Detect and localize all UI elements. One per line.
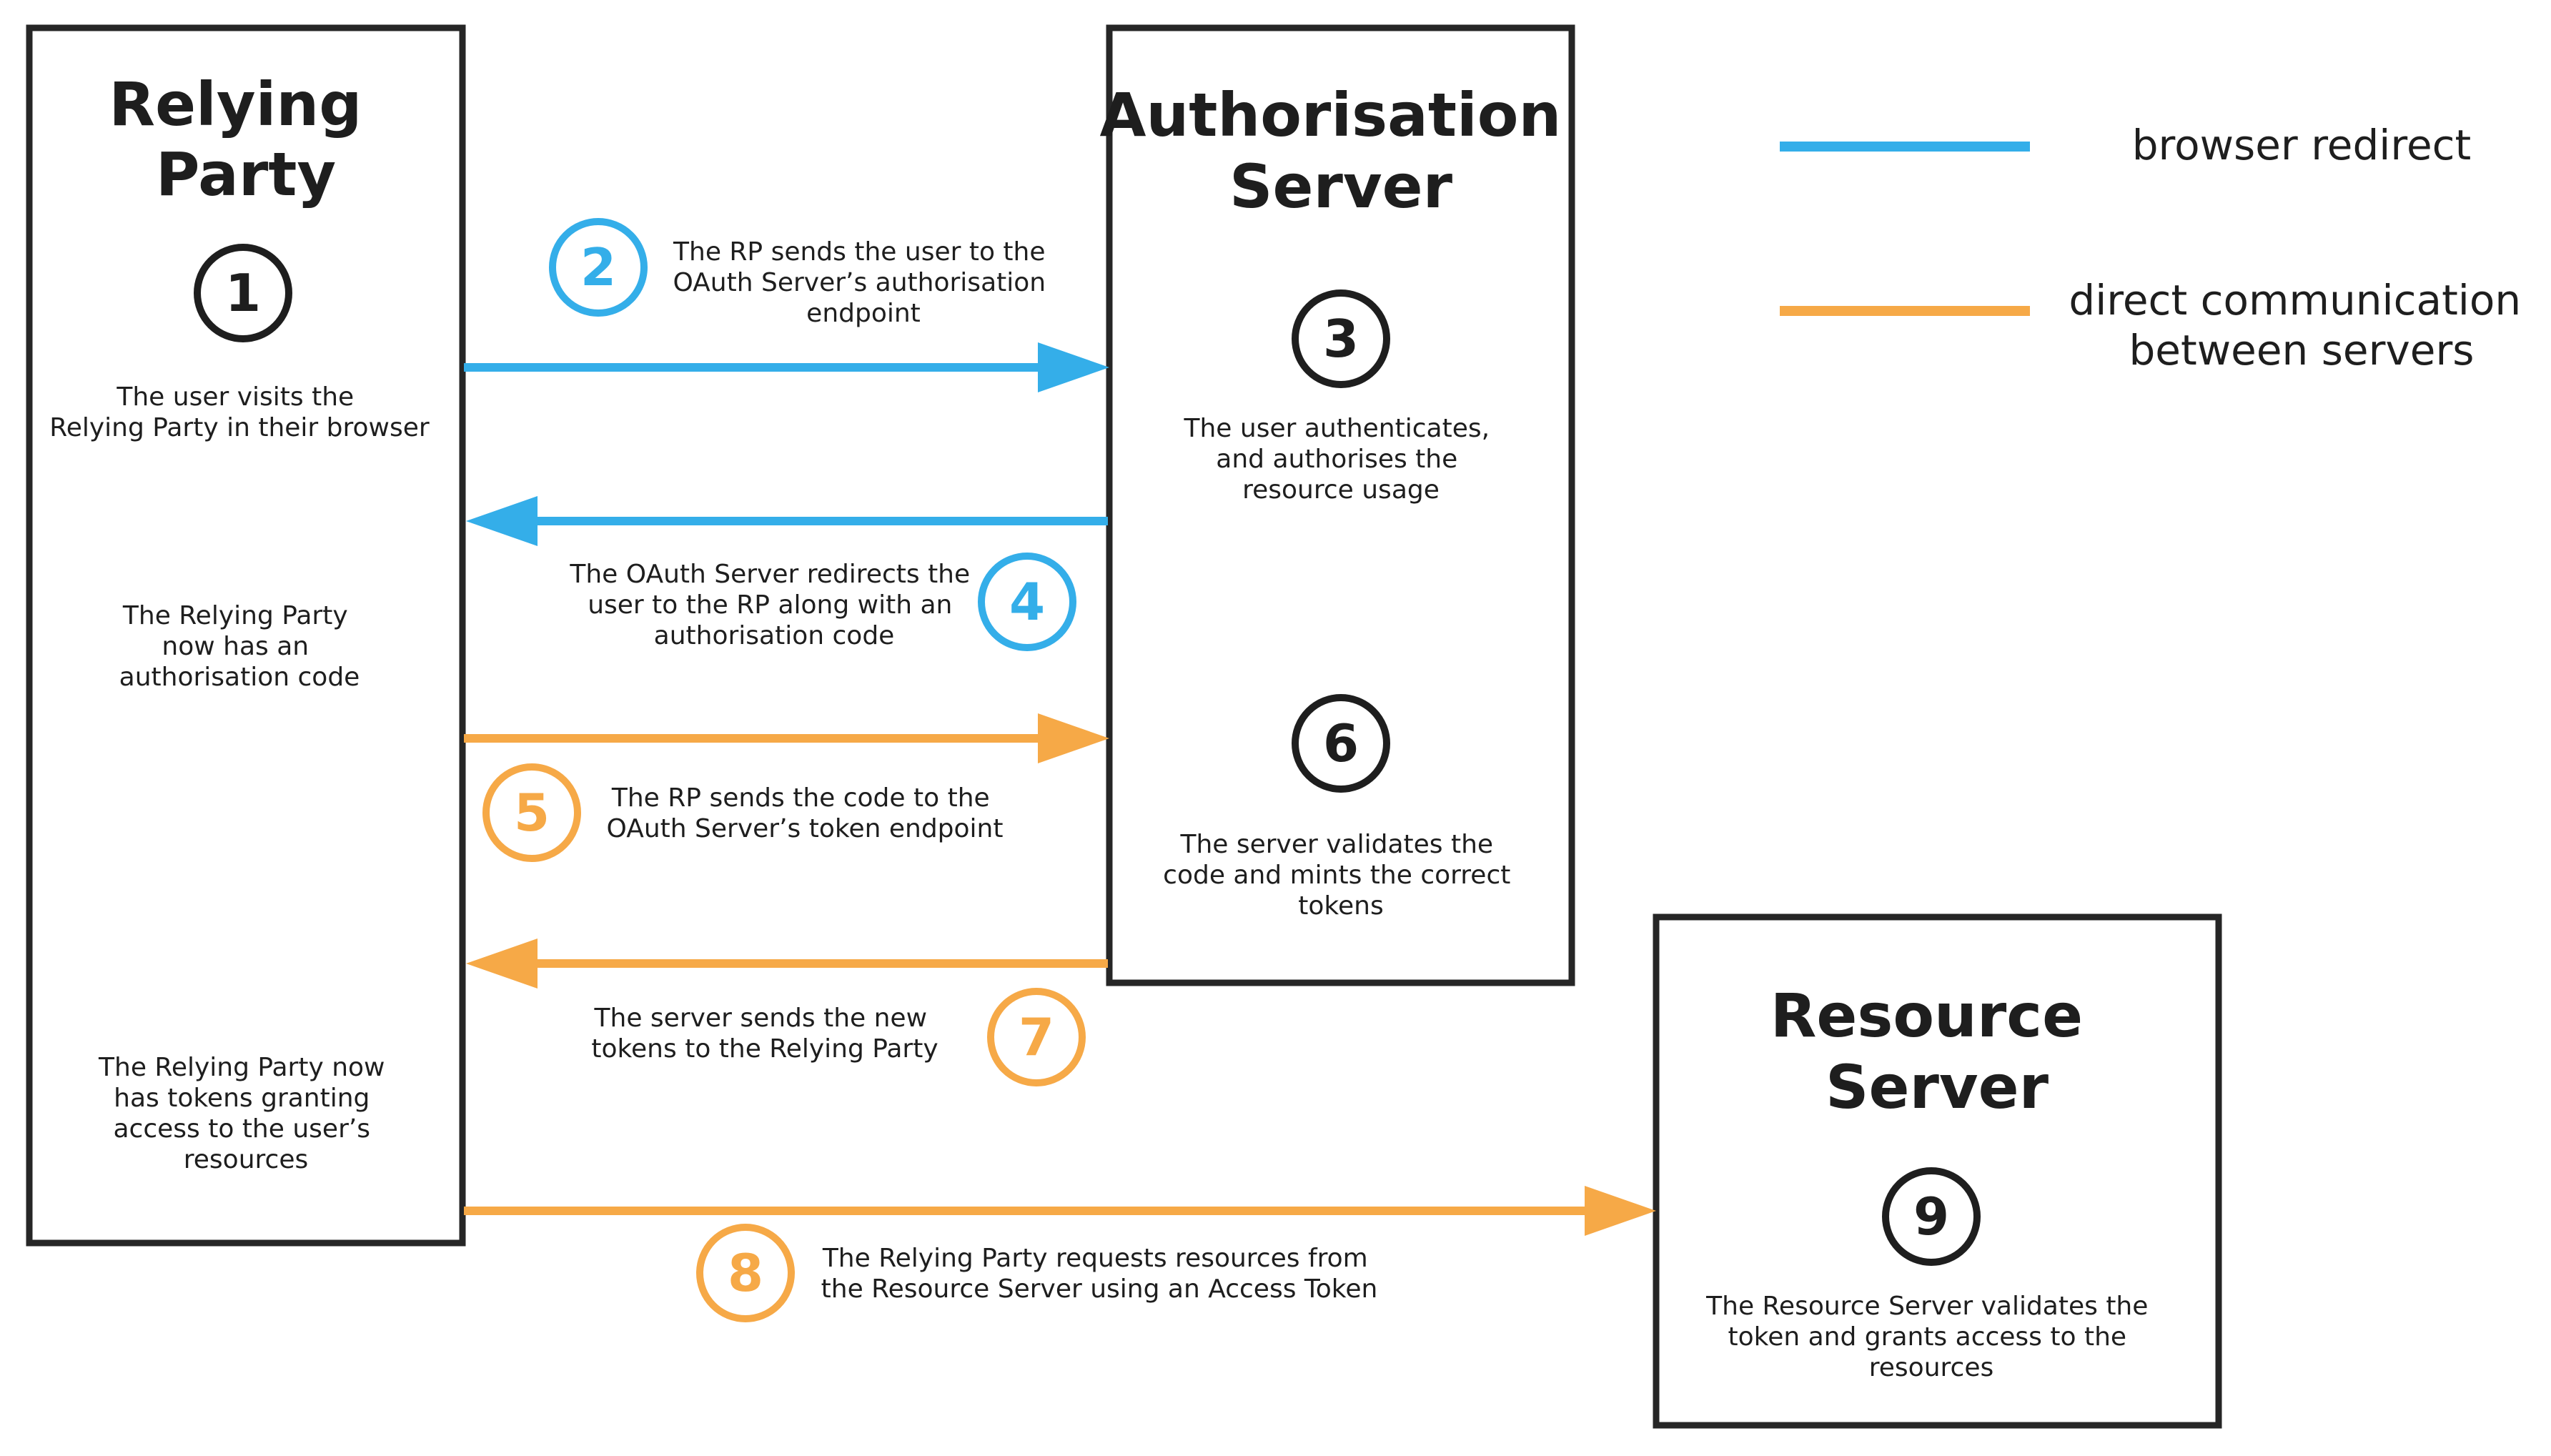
- step-1-number: 1: [225, 263, 261, 323]
- step-3-badge: 3: [1292, 289, 1390, 388]
- step-1-circle: [194, 244, 292, 342]
- step-5-circle: [482, 763, 581, 862]
- resource-server-title: Resource Server: [1770, 981, 2104, 1122]
- step-1-description: The user visits the Relying Party in the…: [49, 382, 430, 442]
- legend-server-label: direct communication between servers: [2069, 276, 2534, 375]
- step-9-badge: 9: [1882, 1167, 1981, 1266]
- arrow-step-4: [466, 496, 1108, 546]
- step-9-number: 9: [1913, 1187, 1949, 1247]
- arrow-step-7: [466, 939, 1108, 989]
- step-2-description: The RP sends the user to the OAuth Serve…: [673, 237, 1054, 328]
- arrow-8-head: [1585, 1186, 1656, 1236]
- arrow-5-head: [1038, 713, 1109, 763]
- step-8-badge: 8: [696, 1224, 795, 1322]
- relying-party-title: Relying Party: [109, 69, 382, 209]
- step-3-description: The user authenticates, and authorises t…: [1183, 414, 1497, 505]
- arrow-step-2: [464, 342, 1109, 392]
- step-3-number: 3: [1323, 309, 1359, 369]
- rp-has-tokens-note: The Relying Party now has tokens grantin…: [98, 1053, 393, 1174]
- arrow-2-head: [1038, 342, 1109, 392]
- step-7-circle: [987, 988, 1086, 1086]
- step-4-circle: [978, 553, 1076, 651]
- step-1-badge: 1: [194, 244, 292, 342]
- step-9-description: The Resource Server validates the token …: [1705, 1292, 2156, 1382]
- step-6-badge: 6: [1292, 694, 1390, 793]
- step-7-description: The server sends the new tokens to the R…: [591, 1004, 938, 1064]
- step-7-number: 7: [1019, 1007, 1054, 1067]
- step-4-badge: 4: [978, 553, 1076, 651]
- authorisation-server-title: Authorisation Server: [1099, 80, 1582, 222]
- step-4-description: The OAuth Server redirects the user to t…: [569, 560, 978, 650]
- step-7-badge: 7: [987, 988, 1086, 1086]
- step-5-description: The RP sends the code to the OAuth Serve…: [607, 783, 1004, 843]
- step-6-description: The server validates the code and mints …: [1163, 830, 1519, 921]
- step-2-circle: [549, 218, 648, 317]
- step-2-badge: 2: [549, 218, 648, 317]
- relying-party-box: [26, 24, 466, 1247]
- arrow-4-head: [466, 496, 538, 546]
- step-2-number: 2: [580, 237, 616, 297]
- rp-has-code-note: The Relying Party now has an authorisati…: [119, 601, 360, 692]
- arrow-step-8: [464, 1186, 1656, 1236]
- step-6-number: 6: [1323, 713, 1359, 773]
- step-6-circle: [1292, 694, 1390, 793]
- step-9-circle: [1882, 1167, 1981, 1266]
- arrow-step-5: [464, 713, 1109, 763]
- authorisation-server-box: [1106, 24, 1575, 986]
- arrow-7-head: [466, 939, 538, 989]
- step-5-number: 5: [514, 783, 550, 843]
- legend-browser-label: browser redirect: [2132, 121, 2472, 169]
- step-8-number: 8: [728, 1243, 763, 1303]
- step-4-number: 4: [1009, 572, 1045, 632]
- step-5-badge: 5: [482, 763, 581, 862]
- step-8-description: The Relying Party requests resources fro…: [821, 1244, 1378, 1304]
- step-8-circle: [696, 1224, 795, 1322]
- step-3-circle: [1292, 289, 1390, 388]
